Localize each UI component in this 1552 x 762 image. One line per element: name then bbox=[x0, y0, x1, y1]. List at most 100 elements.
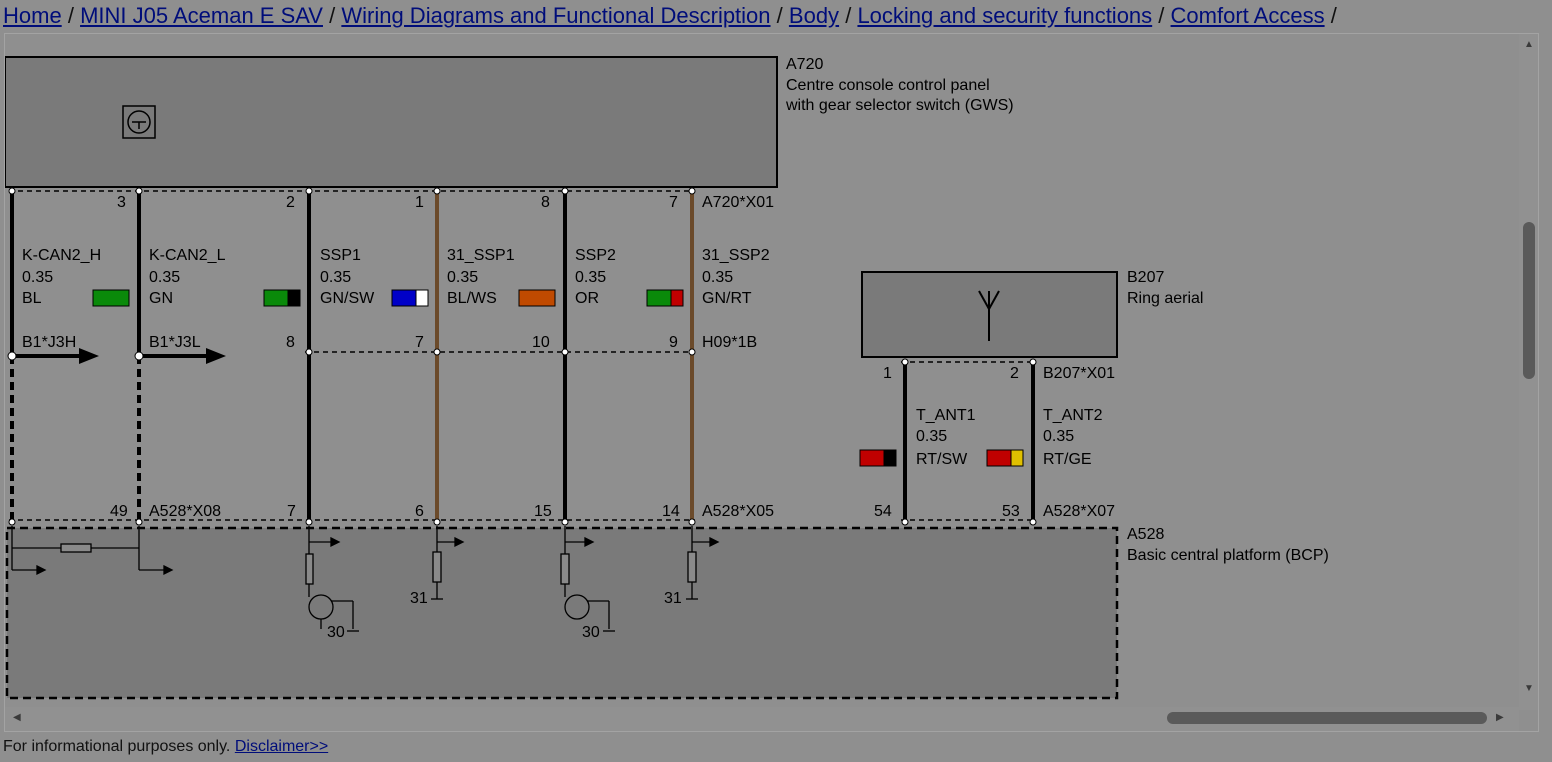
wire-color-swatch bbox=[646, 289, 672, 307]
pin-label: 15 bbox=[534, 503, 552, 520]
bus-arrow-icon bbox=[141, 348, 226, 364]
horizontal-scroll-thumb[interactable] bbox=[1167, 712, 1487, 724]
wire-size-label: 0.35 bbox=[1043, 428, 1074, 445]
horizontal-scrollbar[interactable]: ◀ ▶ bbox=[5, 707, 1519, 731]
wire-name-label: K-CAN2_L bbox=[149, 247, 226, 264]
pin-label: 54 bbox=[874, 503, 892, 520]
wire-name-label: K-CAN2_H bbox=[22, 247, 101, 264]
a720-description-line2: with gear selector switch (GWS) bbox=[785, 97, 1014, 114]
breadcrumb-wiring-link[interactable]: Wiring Diagrams and Functional Descripti… bbox=[341, 3, 771, 28]
breadcrumb-separator: / bbox=[776, 3, 783, 28]
wire-color-label: GN bbox=[149, 290, 173, 307]
wire-color-label: GN/RT bbox=[702, 290, 752, 307]
inline-connector-label: B1*J3L bbox=[149, 334, 201, 351]
a720-component-box[interactable] bbox=[5, 56, 778, 188]
scroll-up-arrow-icon[interactable]: ▲ bbox=[1524, 39, 1534, 50]
wire-size-label: 0.35 bbox=[320, 269, 351, 286]
wire-color-label: GN/SW bbox=[320, 290, 375, 307]
pin-label: 14 bbox=[662, 503, 680, 520]
scroll-right-arrow-icon[interactable]: ▶ bbox=[1496, 712, 1504, 723]
a528-id-label: A528 bbox=[1127, 526, 1164, 543]
pin-label: 1 bbox=[415, 194, 424, 211]
a528-x08-connector-label: A528*X08 bbox=[149, 503, 221, 520]
vertical-scroll-thumb[interactable] bbox=[1523, 222, 1535, 379]
wire-name-label: SSP1 bbox=[320, 247, 361, 264]
wiring-diagram[interactable]: A720 Centre console control panel with g… bbox=[4, 33, 1539, 721]
breadcrumb-separator: / bbox=[845, 3, 852, 28]
wire-color-swatch bbox=[859, 449, 885, 467]
wire-name-label: T_ANT1 bbox=[916, 407, 976, 424]
pin-label: 49 bbox=[110, 503, 128, 520]
wire-name-label: 31_SSP2 bbox=[702, 247, 770, 264]
wire-color-label: BL/WS bbox=[447, 290, 497, 307]
pin-label: 8 bbox=[541, 194, 550, 211]
inline-connector-label: B1*J3H bbox=[22, 334, 76, 351]
scroll-down-arrow-icon[interactable]: ▼ bbox=[1524, 683, 1534, 694]
wire-size-label: 0.35 bbox=[22, 269, 53, 286]
ground-label: 31 bbox=[410, 590, 428, 607]
footer: For informational purposes only. Disclai… bbox=[3, 736, 328, 758]
a528-x07-connector-label: A528*X07 bbox=[1043, 503, 1115, 520]
a528-description: Basic central platform (BCP) bbox=[1127, 547, 1329, 564]
breadcrumb-locking-link[interactable]: Locking and security functions bbox=[857, 3, 1153, 28]
bus-arrow-icon bbox=[14, 348, 99, 364]
wire-size-label: 0.35 bbox=[916, 428, 947, 445]
pin-label: 8 bbox=[286, 334, 295, 351]
pin-label: 9 bbox=[669, 334, 678, 351]
wire-color-swatch bbox=[263, 289, 289, 307]
a720-id-label: A720 bbox=[786, 56, 823, 73]
a528-x05-connector-label: A528*X05 bbox=[702, 503, 774, 520]
wire-size-label: 0.35 bbox=[575, 269, 606, 286]
wire-size-label: 0.35 bbox=[447, 269, 478, 286]
diagram-viewer[interactable]: A720 Centre console control panel with g… bbox=[4, 33, 1539, 732]
wire-color-label: RT/SW bbox=[916, 451, 968, 468]
wire-color-swatch bbox=[391, 289, 417, 307]
wire-color-swatch bbox=[986, 449, 1012, 467]
breadcrumb-vehicle-link[interactable]: MINI J05 Aceman E SAV bbox=[80, 3, 323, 28]
pin-label: 7 bbox=[669, 194, 678, 211]
inline-connector-label: H09*1B bbox=[702, 334, 757, 351]
pin-markers bbox=[8, 187, 1037, 526]
gear-selector-icon bbox=[122, 105, 156, 139]
pin-label: 2 bbox=[286, 194, 295, 211]
breadcrumb-separator: / bbox=[67, 3, 74, 28]
wire-size-label: 0.35 bbox=[149, 269, 180, 286]
wire-color-label: RT/GE bbox=[1043, 451, 1092, 468]
footer-text: For informational purposes only. bbox=[3, 738, 231, 755]
breadcrumb-body-link[interactable]: Body bbox=[788, 3, 840, 28]
pin-label: 7 bbox=[415, 334, 424, 351]
wire-name-label: T_ANT2 bbox=[1043, 407, 1103, 424]
pin-label: 53 bbox=[1002, 503, 1020, 520]
pin-label: 2 bbox=[1010, 365, 1019, 382]
a720-connector-label: A720*X01 bbox=[702, 194, 774, 211]
pin-label: 7 bbox=[287, 503, 296, 520]
a720-description-line1: Centre console control panel bbox=[786, 77, 990, 94]
wire-color-swatch bbox=[92, 289, 130, 307]
a528-internal-circuit bbox=[11, 526, 720, 632]
wire-size-label: 0.35 bbox=[702, 269, 733, 286]
b207-id-label: B207 bbox=[1127, 269, 1164, 286]
wire-color-swatch bbox=[518, 289, 556, 307]
wire-name-label: 31_SSP1 bbox=[447, 247, 515, 264]
supply-label: 30 bbox=[582, 624, 600, 641]
breadcrumb-comfort-access-link[interactable]: Comfort Access bbox=[1170, 3, 1325, 28]
breadcrumb-home-link[interactable]: Home bbox=[3, 3, 62, 28]
wire-name-label: SSP2 bbox=[575, 247, 616, 264]
scroll-left-arrow-icon[interactable]: ◀ bbox=[13, 712, 21, 723]
breadcrumb-separator: / bbox=[329, 3, 336, 28]
pin-label: 3 bbox=[117, 194, 126, 211]
ground-label: 31 bbox=[664, 590, 682, 607]
pin-label: 1 bbox=[883, 365, 892, 382]
disclaimer-link[interactable]: Disclaimer>> bbox=[234, 738, 329, 755]
pin-label: 10 bbox=[532, 334, 550, 351]
vertical-scrollbar[interactable]: ▲ ▼ bbox=[1519, 34, 1538, 710]
pin-label: 6 bbox=[415, 503, 424, 520]
wire-color-label: BL bbox=[22, 290, 42, 307]
b207-description: Ring aerial bbox=[1127, 290, 1203, 307]
breadcrumb: Home / MINI J05 Aceman E SAV / Wiring Di… bbox=[3, 1, 1337, 31]
b207-connector-label: B207*X01 bbox=[1043, 365, 1115, 382]
breadcrumb-separator: / bbox=[1330, 3, 1337, 28]
supply-label: 30 bbox=[327, 624, 345, 641]
wire-color-label: OR bbox=[575, 290, 599, 307]
breadcrumb-separator: / bbox=[1158, 3, 1165, 28]
